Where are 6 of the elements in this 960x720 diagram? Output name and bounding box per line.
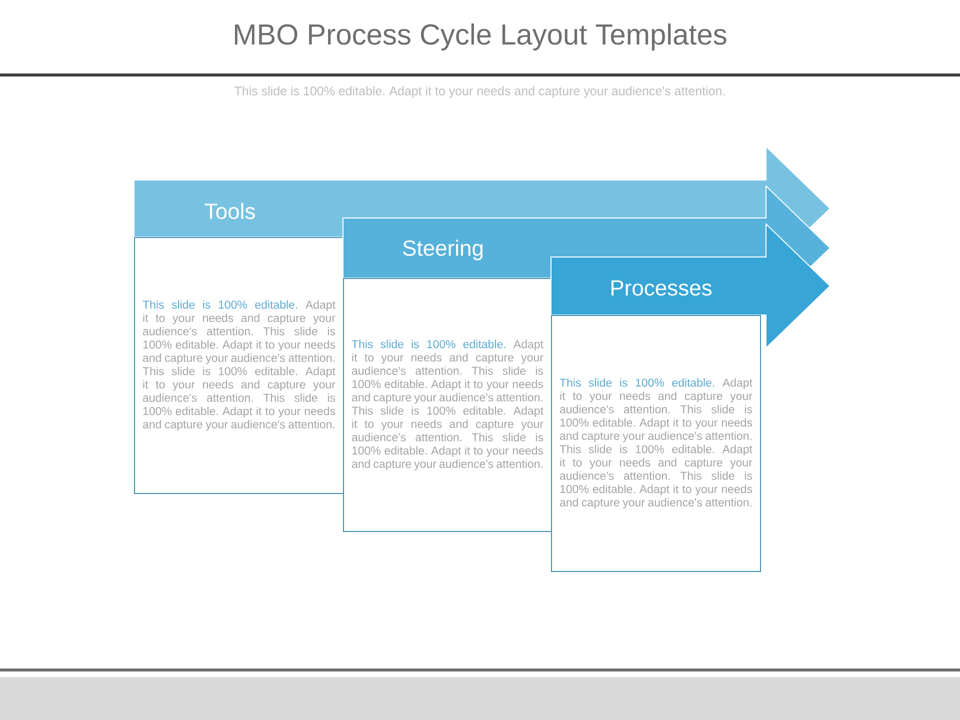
text-box: This slide is 100% editable. Adapt it to your needs and capture your audience's attention. This slide is 100% editable. Adapt it to your needs and capture your audience's attention. This slide is 100% editable. Adapt it to your needs and capture your audience's attention. This slide is 100% editable. Adapt it to your needs and capture your audience's attention. — [134, 237, 344, 494]
title: MBO Process Cycle Layout Templates — [235, 23, 726, 51]
text-box: This slide is 100% editable. Adapt it to your needs and capture your audience's attention. This slide is 100% editable. Adapt it to your needs and capture your audience's attention. This slide is 100% editable. Adapt it to your needs and capture your audience's attention. This slide is 100% editable. Adapt it to your needs and capture your audience's attention. — [343, 278, 552, 532]
text-box: This slide is 100% editable. Adapt it to your needs and capture your audience's attention. This slide is 100% editable. Adapt it to your needs and capture your audience's attention. This slide is 100% editable. Adapt it to your needs and capture your audience's attention. This slide is 100% editable. Adapt it to your needs and capture your audience's attention. — [551, 315, 761, 572]
arrow-band: Processes — [550, 222, 831, 350]
subtitle: This slide is 100% editable. Adapt it to your needs and capture your audience's attention. — [234, 86, 725, 98]
